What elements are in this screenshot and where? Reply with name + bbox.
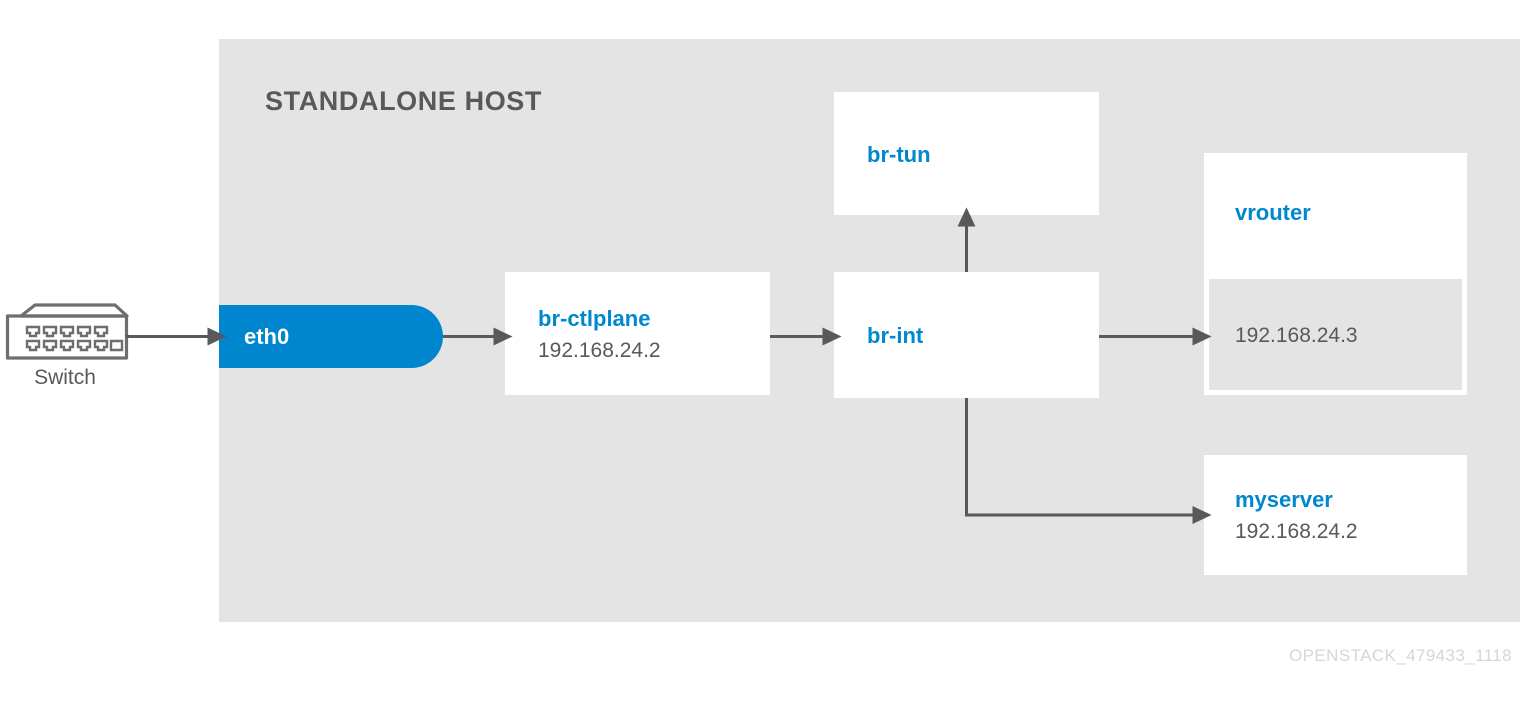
node-myserver[interactable]: myserver 192.168.24.2 [1204, 455, 1467, 575]
node-br-ctlplane[interactable]: br-ctlplane 192.168.24.2 [505, 272, 770, 395]
node-vrouter-address-box: 192.168.24.3 [1209, 279, 1462, 390]
watermark-label: OPENSTACK_479433_1118 [1289, 646, 1512, 665]
node-br-tun[interactable]: br-tun [834, 92, 1099, 215]
node-br-ctlplane-ip: 192.168.24.2 [538, 339, 661, 362]
node-vrouter-title: vrouter [1235, 200, 1311, 225]
node-br-ctlplane-title: br-ctlplane [538, 306, 651, 331]
node-br-int-title: br-int [867, 323, 924, 348]
node-br-int[interactable]: br-int [834, 272, 1099, 398]
eth0-interface[interactable]: eth0 [219, 305, 443, 368]
node-br-tun-title: br-tun [867, 142, 931, 167]
node-myserver-title: myserver [1235, 487, 1333, 512]
node-vrouter[interactable]: vrouter 192.168.24.3 [1204, 153, 1467, 395]
network-switch-icon [5, 303, 130, 363]
node-vrouter-ip: 192.168.24.3 [1235, 324, 1358, 347]
eth0-label: eth0 [244, 323, 290, 349]
standalone-host-title: STANDALONE HOST [265, 86, 542, 116]
switch-label: Switch [34, 366, 96, 389]
node-myserver-ip: 192.168.24.2 [1235, 520, 1358, 543]
